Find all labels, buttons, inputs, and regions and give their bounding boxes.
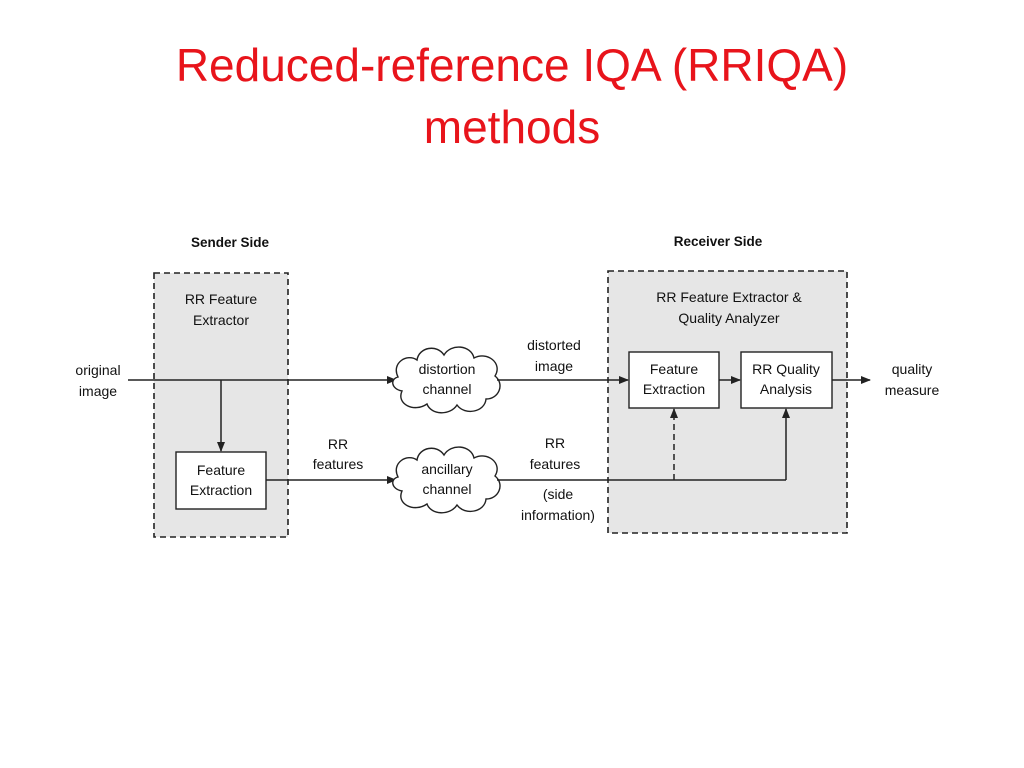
receiver-region-label-2: Quality Analyzer (678, 310, 779, 326)
side-information-label-2: information) (521, 507, 595, 523)
sender-feature-extraction-label-1: Feature (197, 462, 245, 478)
original-image-label-2: image (79, 383, 117, 399)
distorted-image-label-1: distorted (527, 337, 581, 353)
receiver-side-heading: Receiver Side (674, 234, 763, 249)
rr-features-sent-label-1: RR (328, 436, 348, 452)
distortion-channel-cloud (392, 346, 501, 414)
distortion-channel-label-2: channel (422, 381, 471, 397)
ancillary-channel-label-1: ancillary (421, 461, 472, 477)
sender-side-heading: Sender Side (191, 235, 270, 250)
side-information-label-1: (side (543, 486, 574, 502)
receiver-region-label-1: RR Feature Extractor & (656, 289, 802, 305)
rr-features-sent-label-2: features (313, 456, 364, 472)
sender-region-label-1: RR Feature (185, 291, 258, 307)
rr-quality-analysis-box (740, 351, 833, 409)
distorted-image-label-2: image (535, 358, 573, 374)
slide-title: Reduced-reference IQA (RRIQA) methods (0, 34, 1024, 158)
quality-measure-label-2: measure (885, 382, 940, 398)
rr-features-received-label-2: features (530, 456, 581, 472)
ancillary-channel-cloud (392, 446, 501, 514)
ancillary-channel-label-2: channel (422, 481, 471, 497)
rr-quality-analysis-label-2: Analysis (760, 381, 812, 397)
sender-region-label-2: Extractor (193, 312, 249, 328)
sender-feature-extraction-label-2: Extraction (190, 482, 252, 498)
sender-feature-extraction-box (175, 451, 267, 510)
rr-features-received-label-1: RR (545, 435, 565, 451)
receiver-feature-extraction-label-2: Extraction (643, 381, 705, 397)
distortion-channel-label-1: distortion (419, 361, 476, 377)
quality-measure-label-1: quality (892, 361, 932, 377)
title-line-2: methods (423, 101, 601, 153)
original-image-label-1: original (75, 362, 120, 378)
title-line-1: Reduced-reference IQA (RRIQA) (175, 39, 849, 91)
receiver-feature-extraction-label-1: Feature (650, 361, 698, 377)
rr-quality-analysis-label-1: RR Quality (752, 361, 820, 377)
